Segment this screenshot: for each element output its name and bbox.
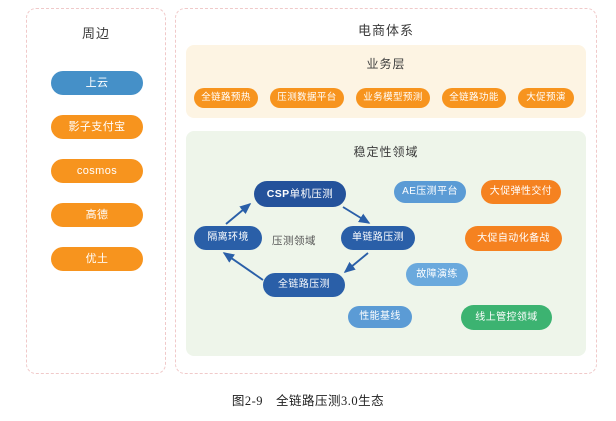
figure-caption: 图2-9 全链路压测3.0生态 (231, 394, 385, 408)
node-fault-drill[interactable]: 故障演练 (406, 263, 468, 286)
peripheral-item-alipay[interactable]: 影子支付宝 (51, 115, 143, 139)
right-panel-title: 电商体系 (357, 23, 414, 38)
node-performance-baseline[interactable]: 性能基线 (348, 306, 412, 328)
left-panel-peripherals: 周边 上云 影子支付宝 cosmos 高德 优土 (26, 8, 166, 374)
business-item-full-link-preheat[interactable]: 全链路预热 (194, 88, 258, 108)
peripheral-item-gaode[interactable]: 高德 (51, 203, 143, 227)
node-full-link-test[interactable]: 全链路压测 (263, 273, 345, 297)
peripheral-item-youtu[interactable]: 优土 (51, 247, 143, 271)
peripheral-item-cosmos[interactable]: cosmos (51, 159, 143, 183)
node-online-control-domain[interactable]: 线上管控领域 (461, 305, 552, 330)
business-item-model-prediction[interactable]: 业务模型预测 (356, 88, 430, 108)
node-single-link-test[interactable]: 单链路压测 (341, 226, 415, 250)
business-layer-title: 业务层 (366, 57, 406, 71)
cycle-center-label: 压测领域 (272, 235, 316, 247)
peripheral-item-shangyun[interactable]: 上云 (51, 71, 143, 95)
node-csp-prefix: CSP (266, 187, 290, 200)
business-item-test-data-platform[interactable]: 压测数据平台 (270, 88, 344, 108)
business-item-promo-rehearsal[interactable]: 大促预演 (518, 88, 574, 108)
stability-domain-title: 稳定性领域 (353, 145, 419, 159)
node-promo-automation-prep[interactable]: 大促自动化备战 (465, 226, 562, 251)
left-panel-title: 周边 (81, 26, 110, 41)
node-ae-test-platform[interactable]: AE压测平台 (394, 181, 466, 203)
node-isolated-env[interactable]: 隔离环境 (194, 226, 262, 250)
node-promo-elastic-delivery[interactable]: 大促弹性交付 (481, 180, 561, 204)
business-item-full-link-function[interactable]: 全链路功能 (442, 88, 506, 108)
node-csp-suffix: 单机压测 (289, 187, 334, 200)
